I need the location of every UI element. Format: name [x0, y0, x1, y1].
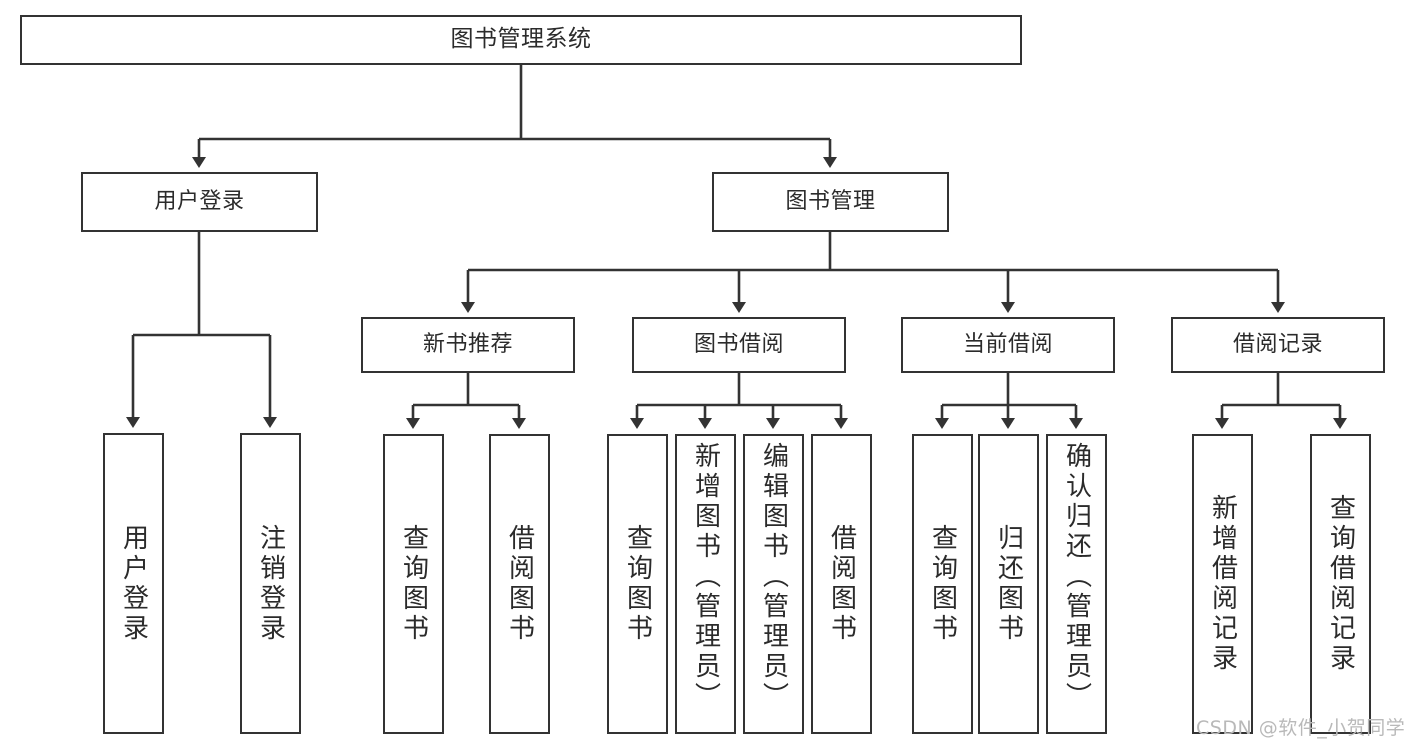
node-label: 查询借阅记录: [1325, 494, 1356, 674]
csdn-watermark: CSDN @软件_小贺同学: [1196, 717, 1405, 739]
node-current-borrow[interactable]: 当前借阅: [901, 317, 1115, 373]
node-borrow-record[interactable]: 借阅记录: [1171, 317, 1385, 373]
node-label: 查询图书: [927, 524, 958, 644]
node-label: 当前借阅: [962, 332, 1053, 358]
leaf-current-borrow-return-book[interactable]: 归还图书: [978, 434, 1039, 734]
node-label: 归还图书: [993, 524, 1024, 644]
leaf-user-login-logout[interactable]: 注销登录: [240, 433, 301, 734]
node-book-borrow[interactable]: 图书借阅: [632, 317, 846, 373]
node-label: 查询图书: [622, 524, 653, 644]
node-label: 图书管理系统: [450, 26, 592, 53]
node-label: 新增图书（管理员）: [690, 442, 721, 712]
leaf-borrow-record-add-record[interactable]: 新增借阅记录: [1192, 434, 1253, 734]
node-user-login[interactable]: 用户登录: [81, 172, 318, 232]
node-label: 新书推荐: [422, 332, 513, 358]
node-label: 查询图书: [398, 524, 429, 644]
node-label: 借阅记录: [1232, 332, 1323, 358]
node-root-book-management-system[interactable]: 图书管理系统: [20, 15, 1022, 65]
leaf-borrow-record-query-record[interactable]: 查询借阅记录: [1310, 434, 1371, 734]
node-label: 借阅图书: [504, 524, 535, 644]
node-label: 编辑图书（管理员）: [758, 442, 789, 712]
node-label: 确认归还（管理员）: [1061, 442, 1092, 712]
node-label: 新增借阅记录: [1207, 494, 1238, 674]
leaf-current-borrow-query-book[interactable]: 查询图书: [912, 434, 973, 734]
leaf-book-borrow-borrow-book[interactable]: 借阅图书: [811, 434, 872, 734]
leaf-book-borrow-edit-book-admin[interactable]: 编辑图书（管理员）: [743, 434, 804, 734]
leaf-new-book-query-book[interactable]: 查询图书: [383, 434, 444, 734]
node-label: 图书管理: [785, 189, 876, 215]
node-new-book-recommend[interactable]: 新书推荐: [361, 317, 575, 373]
leaf-book-borrow-query-book[interactable]: 查询图书: [607, 434, 668, 734]
node-label: 借阅图书: [826, 524, 857, 644]
leaf-current-borrow-confirm-return-admin[interactable]: 确认归还（管理员）: [1046, 434, 1107, 734]
node-book-management[interactable]: 图书管理: [712, 172, 949, 232]
leaf-new-book-borrow-book[interactable]: 借阅图书: [489, 434, 550, 734]
node-label: 图书借阅: [693, 332, 784, 358]
node-label: 注销登录: [255, 523, 286, 644]
node-label: 用户登录: [154, 189, 245, 215]
node-label: 用户登录: [118, 523, 149, 644]
leaf-book-borrow-add-book-admin[interactable]: 新增图书（管理员）: [675, 434, 736, 734]
leaf-user-login-login[interactable]: 用户登录: [103, 433, 164, 734]
